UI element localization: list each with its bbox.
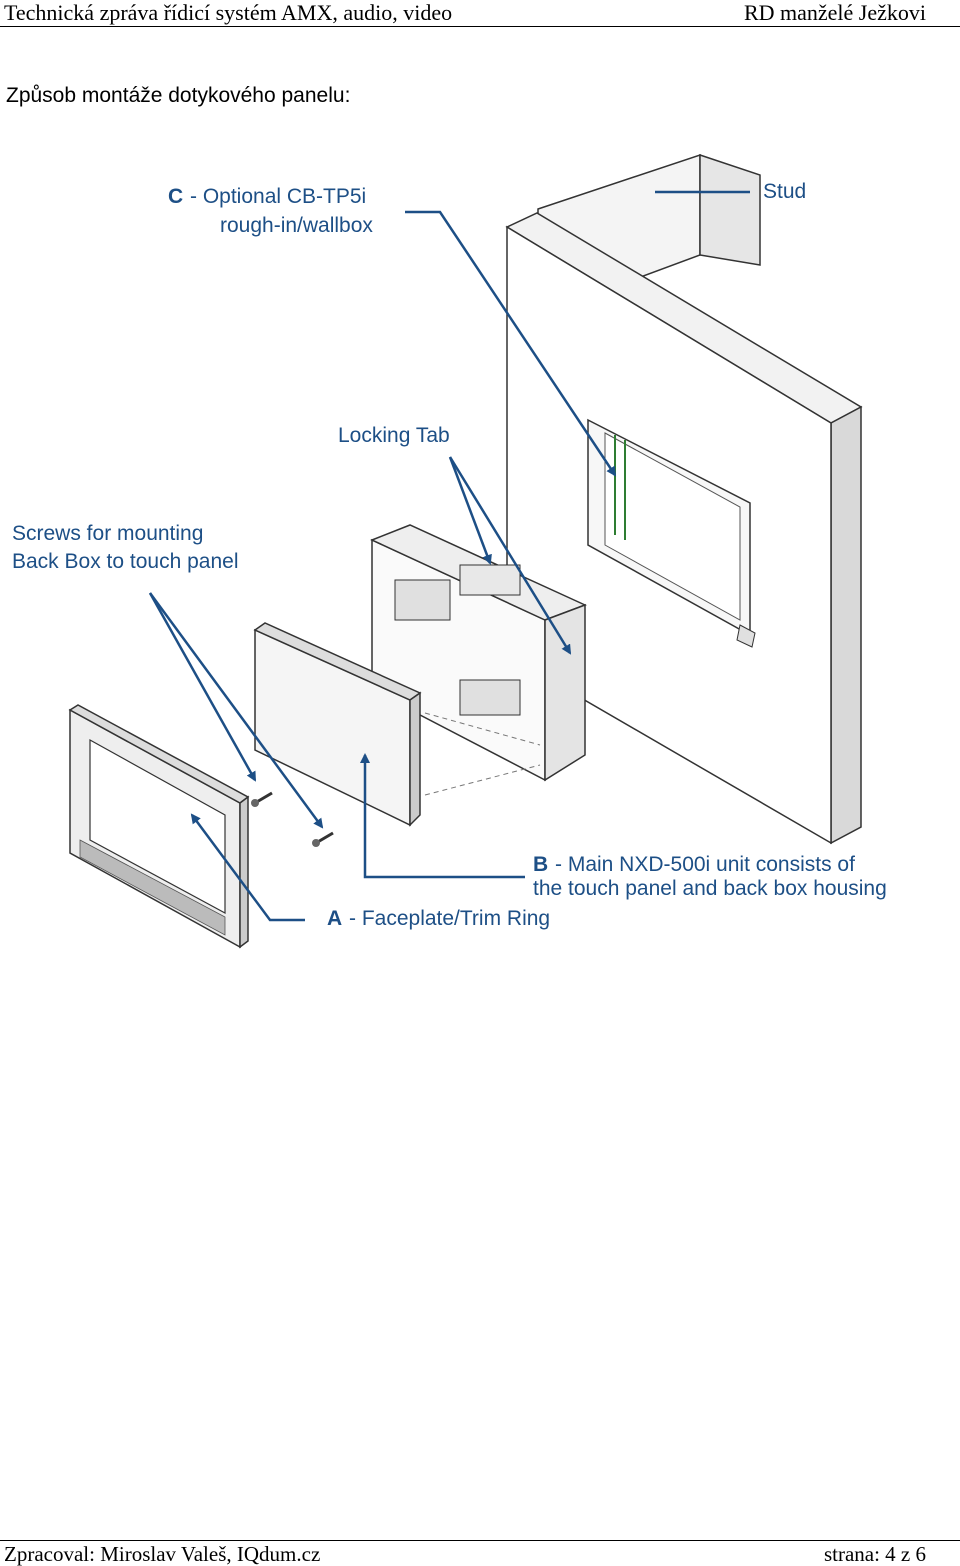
label-stud: Stud (763, 180, 806, 203)
label-c-line1: - Optional CB-TP5i (190, 185, 366, 208)
page-footer: Zpracoval: Miroslav Valeš, IQdum.cz stra… (0, 1540, 960, 1566)
touch-panel-drawing (253, 622, 541, 827)
section-title: Způsob montáže dotykového panelu: (6, 84, 351, 107)
footer-page-number: strana: 4 z 6 (823, 1542, 926, 1566)
label-b-line2: the touch panel and back box housing (533, 877, 887, 900)
label-b-letter: B (533, 853, 548, 876)
label-screws-line2: Back Box to touch panel (12, 550, 238, 573)
mounting-diagram-svg: C - Optional CB-TP5i rough-in/wallbox St… (12, 153, 887, 949)
label-a-letter: A (327, 907, 342, 930)
label-a-line1: - Faceplate/Trim Ring (349, 907, 550, 930)
wall-drawing (505, 212, 863, 845)
label-c-letter: C (168, 185, 183, 208)
header-title: Technická zpráva řídicí systém AMX, audi… (4, 0, 453, 25)
callout-lines (148, 190, 750, 922)
label-locking-tab: Locking Tab (338, 424, 450, 447)
page-header: Technická zpráva řídicí systém AMX, audi… (0, 0, 960, 27)
screws-drawing (251, 791, 334, 847)
label-b-line1: - Main NXD-500i unit consists of (555, 853, 855, 876)
back-box-drawing (370, 524, 587, 782)
footer-author: Zpracoval: Miroslav Valeš, IQdum.cz (4, 1542, 321, 1566)
faceplate-drawing (68, 704, 250, 949)
header-project: RD manželé Ježkovi (743, 0, 926, 25)
mounting-diagram: C - Optional CB-TP5i rough-in/wallbox St… (0, 135, 960, 970)
label-c-line2: rough-in/wallbox (220, 214, 373, 237)
label-screws-line1: Screws for mounting (12, 522, 203, 545)
